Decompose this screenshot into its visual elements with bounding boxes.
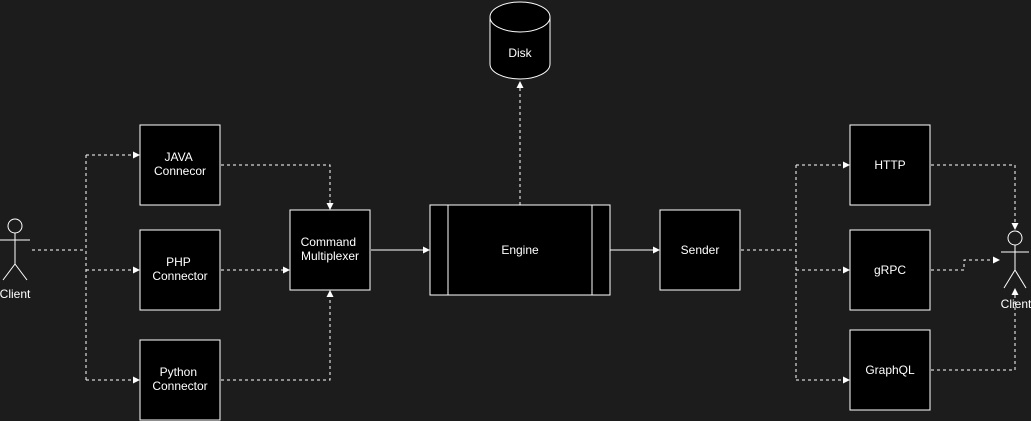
multiplexer-line-2: Multiplexer <box>301 249 359 263</box>
http-label: HTTP <box>874 158 905 172</box>
multiplexer-node[interactable]: Command Multiplexer <box>289 209 371 291</box>
java-connector-line-1: JAVA <box>165 150 193 164</box>
php-connector-box <box>139 229 221 311</box>
php-connector-line-2: Connector <box>152 269 207 283</box>
disk-body <box>489 17 551 80</box>
arrowhead-engine <box>423 246 430 254</box>
python-connector-label: Python Connector <box>152 365 207 393</box>
graphql-label: GraphQL <box>865 363 915 377</box>
python-connector-line-1: Python <box>160 365 197 379</box>
java-connector-label: JAVA Connecor <box>154 150 206 178</box>
java-connector-box <box>139 124 221 206</box>
graphql-box <box>849 329 931 411</box>
client-right-head <box>1007 230 1023 246</box>
arrowheads <box>133 81 1019 384</box>
http-box <box>849 124 931 206</box>
grpc-node[interactable]: gRPC <box>849 229 931 311</box>
disk-label: Disk <box>508 46 532 60</box>
client-left-leg-l <box>2 263 16 281</box>
client-right-actor <box>1001 230 1029 289</box>
client-right-leg-r <box>1014 269 1027 289</box>
edges <box>32 88 1016 381</box>
php-connector-label: PHP Connector <box>152 255 207 283</box>
engine-box <box>429 204 611 296</box>
client-left-leg-r <box>14 263 28 281</box>
client-left-label: Client <box>0 287 31 301</box>
java-connector-node[interactable]: JAVA Connecor <box>139 124 221 206</box>
arrowhead-client-left <box>993 256 1000 264</box>
arrowhead-mux-bottom <box>326 290 334 297</box>
graphql-node[interactable]: GraphQL <box>849 329 931 411</box>
client-right-label: Client <box>1001 297 1031 311</box>
arrowhead-python <box>133 376 140 384</box>
edge-graphql-to-client <box>931 295 1016 371</box>
multiplexer-line-1: Command <box>301 235 356 249</box>
python-connector-node[interactable]: Python Connector <box>139 339 221 421</box>
client-left-head <box>7 218 23 234</box>
disk-node[interactable]: Disk <box>489 1 551 80</box>
multiplexer-label: Command Multiplexer <box>301 235 360 263</box>
edge-python-to-mux <box>221 297 331 381</box>
arrowhead-client-bottom <box>1011 288 1019 295</box>
arrowhead-client-top <box>1011 223 1019 230</box>
arrowhead-php <box>133 266 140 274</box>
http-node[interactable]: HTTP <box>849 124 931 206</box>
multiplexer-box <box>289 209 371 291</box>
edge-http-to-client <box>931 164 1016 223</box>
arrowhead-mux-left <box>283 266 290 274</box>
client-right-leg-l <box>1003 269 1016 289</box>
engine-label: Engine <box>501 243 539 257</box>
arrowhead-http <box>843 161 850 169</box>
client-left-actor <box>0 218 30 281</box>
arrowhead-disk <box>516 81 524 88</box>
grpc-box <box>849 229 931 311</box>
php-connector-node[interactable]: PHP Connector <box>139 229 221 311</box>
engine-node[interactable]: Engine <box>429 204 611 296</box>
arrowhead-sender <box>653 246 660 254</box>
python-connector-box <box>139 339 221 421</box>
arrowhead-graphql <box>843 376 850 384</box>
sender-label: Sender <box>681 243 720 257</box>
edge-java-to-mux <box>221 164 331 203</box>
arrowhead-java <box>133 151 140 159</box>
arrowhead-mux-top <box>326 203 334 210</box>
grpc-label: gRPC <box>874 263 906 277</box>
php-connector-line-1: PHP <box>166 255 191 269</box>
python-connector-line-2: Connector <box>152 379 207 393</box>
sender-node[interactable]: Sender <box>659 209 741 291</box>
sender-box <box>659 209 741 291</box>
java-connector-line-2: Connecor <box>154 164 206 178</box>
edge-grpc-to-client <box>931 259 993 271</box>
disk-top <box>489 1 551 33</box>
arrowhead-grpc <box>843 266 850 274</box>
